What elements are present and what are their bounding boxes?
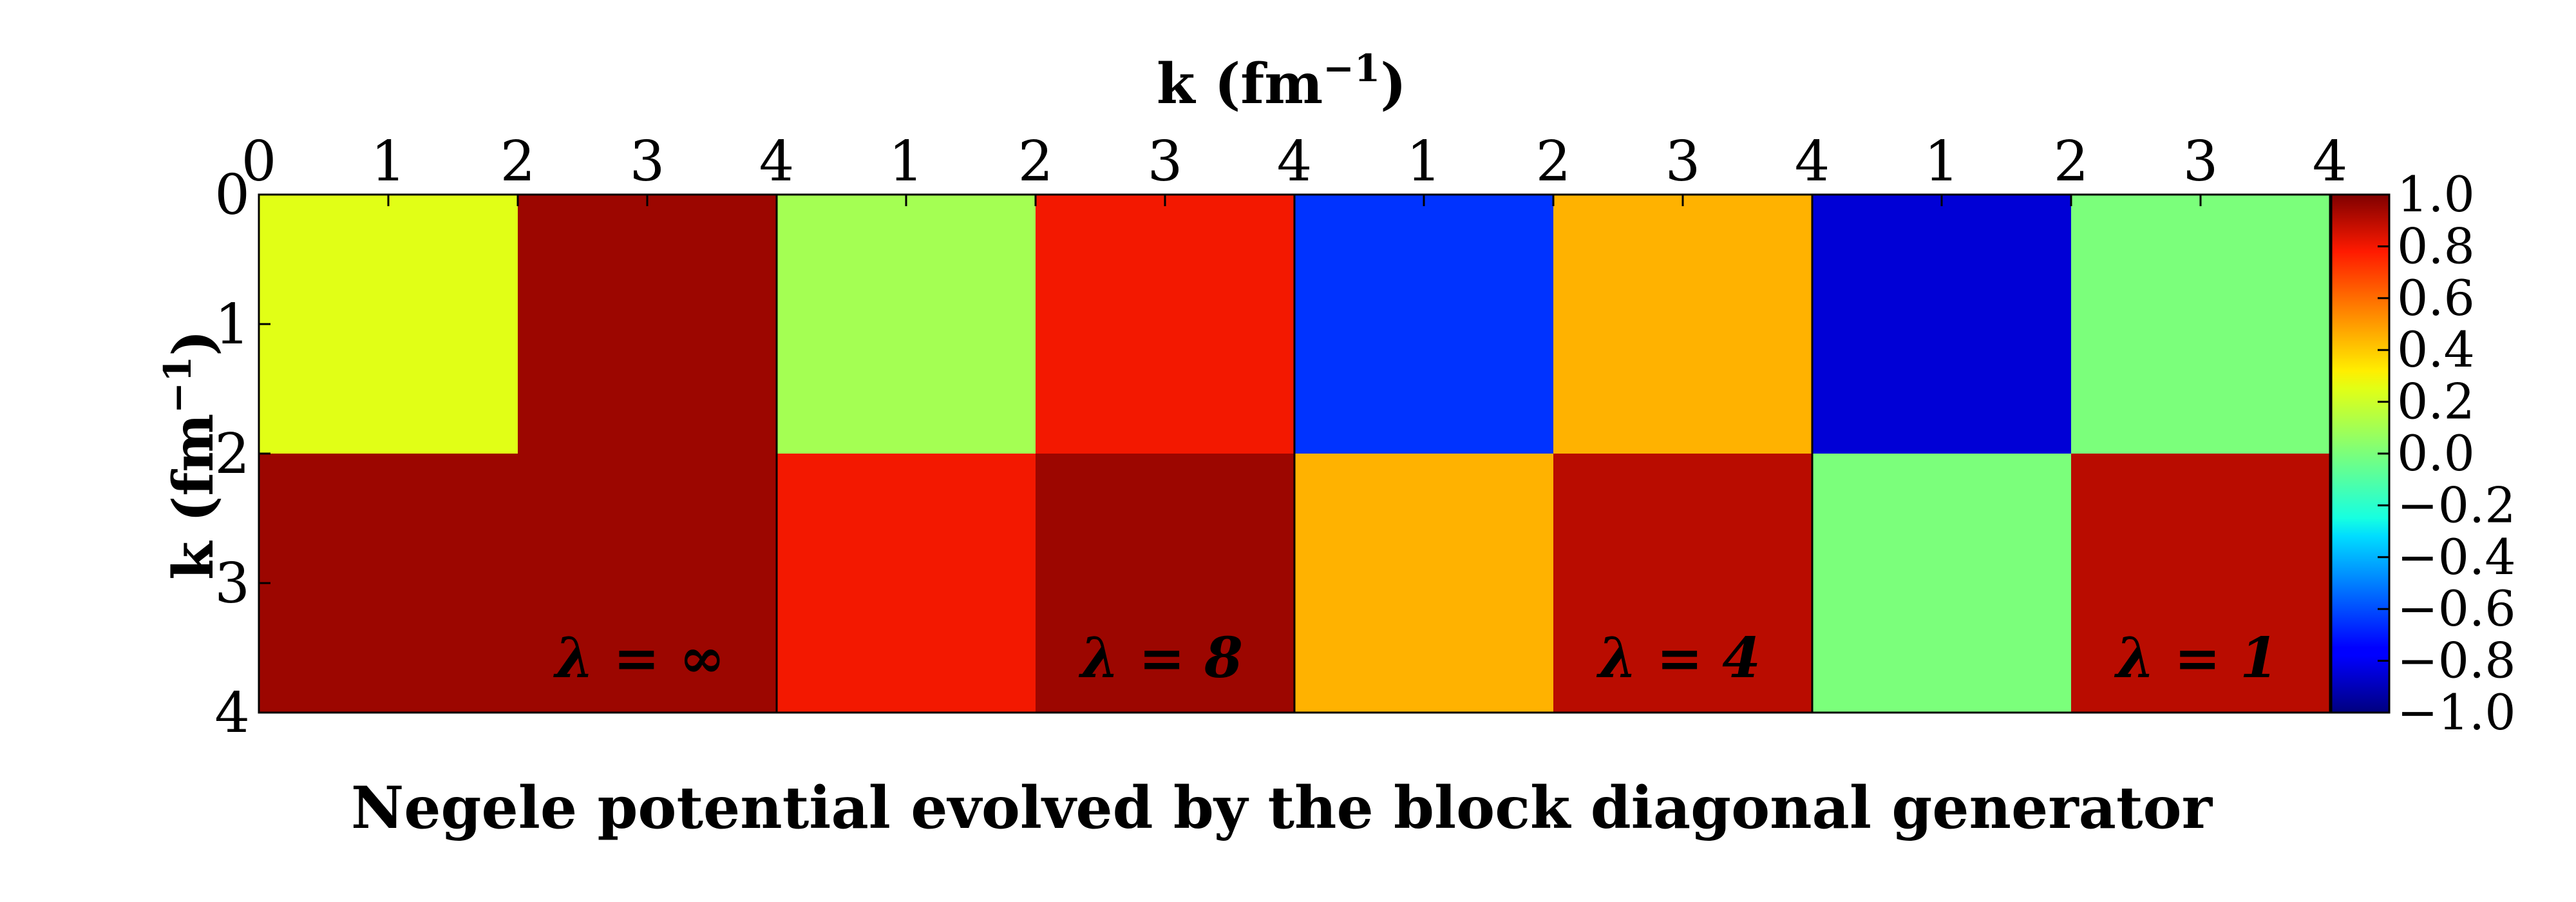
colorbar-tick-label: 0.2: [2397, 373, 2475, 430]
x-tick-label: 4: [2313, 130, 2348, 194]
y-tick-label: 1: [214, 293, 250, 357]
heatmap-panel-3: λ = 4: [1293, 193, 1814, 714]
block-high-high: [1553, 454, 1812, 713]
x-axis-ticks: 0 1 2 3 4 1 2 3 4 1 2 3 4 1 2 3 4: [242, 130, 2348, 206]
colorbar-tick-label: 0.6: [2397, 269, 2475, 327]
heatmap-panels: λ = ∞ λ = 8 λ = 4 λ = 1: [258, 193, 2331, 714]
block-low-low: [1812, 195, 2071, 454]
x-axis-label-main: k (fm: [1157, 52, 1323, 117]
heatmap-panel-1: λ = ∞: [258, 193, 778, 714]
x-tick-label: 4: [1795, 130, 1830, 194]
colorbar-tick-label: −0.6: [2397, 580, 2516, 637]
colorbar-tick-label: 0.8: [2397, 217, 2475, 274]
y-axis-label-close: ): [161, 330, 226, 356]
colorbar-tick-label: −0.4: [2397, 528, 2516, 586]
heatmap-panel-2: λ = 8: [775, 193, 1296, 714]
colorbar-tick-label: −1.0: [2397, 684, 2516, 741]
x-tick-label: 4: [759, 130, 795, 194]
y-tick-label: 0: [214, 163, 250, 227]
x-tick-label: 2: [2054, 130, 2089, 194]
x-tick-label: 2: [1536, 130, 1571, 194]
colorbar-tick-label: 0.0: [2397, 425, 2475, 482]
colorbar-tick-label: 0.4: [2397, 321, 2475, 378]
x-axis-label-sup: −1: [1323, 46, 1380, 90]
x-tick-label: 1: [371, 130, 406, 194]
x-tick-label: 3: [1665, 130, 1701, 194]
x-axis-label: k (fm−1): [1157, 46, 1406, 117]
block-low-low: [1294, 195, 1553, 454]
block-low-high: [1036, 195, 1294, 454]
block-high-high: [1036, 454, 1294, 713]
x-tick-label: 1: [1924, 130, 1960, 194]
x-tick-label: 2: [500, 130, 536, 194]
x-tick-label: 3: [1148, 130, 1183, 194]
x-tick-label: 1: [1406, 130, 1442, 194]
block-high-low: [1812, 454, 2071, 713]
colorbar: 1.00.80.60.40.20.0−0.2−0.4−0.6−0.8−1.0: [2330, 166, 2516, 741]
y-axis-label-sup: −1: [156, 356, 200, 414]
y-axis-label-main: k (fm: [161, 414, 226, 580]
x-tick-label: 3: [2183, 130, 2219, 194]
chart-title: Negele potential evolved by the block di…: [351, 774, 2213, 842]
block-low-high: [1553, 195, 1812, 454]
y-tick-label: 4: [214, 681, 250, 745]
y-tick-label: 2: [214, 422, 250, 486]
block-high-low: [777, 454, 1036, 713]
block-high-low: [1294, 454, 1553, 713]
colorbar-tick-label: 1.0: [2397, 166, 2475, 223]
colorbar-tick-label: −0.2: [2397, 476, 2516, 533]
colorbar-tick-label: −0.8: [2397, 632, 2516, 689]
panel-label: λ = 8: [1078, 626, 1243, 691]
x-tick-label: 3: [630, 130, 665, 194]
panel-label: λ = 4: [1596, 626, 1761, 691]
heatmap-panel-4: λ = 1: [1811, 193, 2331, 714]
x-tick-label: 2: [1018, 130, 1054, 194]
y-tick-label: 3: [214, 552, 250, 616]
block-low-low: [777, 195, 1036, 454]
block-low-high: [518, 195, 777, 454]
panel-label: λ = ∞: [553, 626, 725, 691]
x-tick-label: 4: [1277, 130, 1312, 194]
panel-label: λ = 1: [2114, 626, 2278, 691]
block-high-low: [259, 454, 518, 713]
x-tick-label: 1: [889, 130, 924, 194]
block-low-high: [2071, 195, 2330, 454]
block-low-low: [259, 195, 518, 454]
x-axis-label-close: ): [1380, 52, 1406, 117]
colorbar-ticks: 1.00.80.60.40.20.0−0.2−0.4−0.6−0.8−1.0: [2378, 166, 2516, 741]
block-high-high: [518, 454, 777, 713]
x-tick-label: 0: [242, 130, 277, 194]
y-axis-label: k (fm−1): [156, 330, 226, 580]
block-high-high: [2071, 454, 2330, 713]
y-axis-ticks: 0 1 2 3 4: [214, 163, 270, 745]
